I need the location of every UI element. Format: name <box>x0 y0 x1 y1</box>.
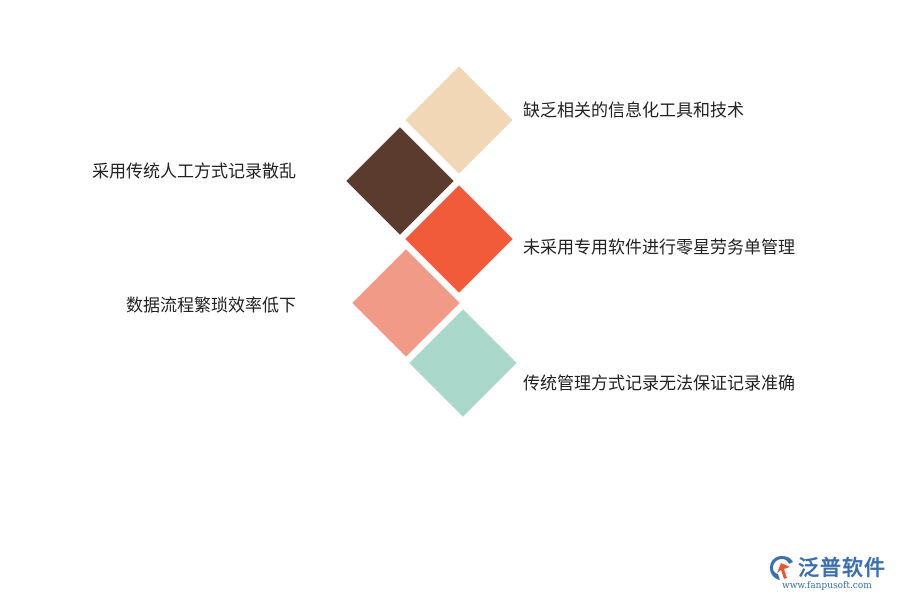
item-5-label: 传统管理方式记录无法保证记录准确 <box>523 374 795 394</box>
fanpu-logo-icon <box>770 556 793 580</box>
item-1-label: 缺乏相关的信息化工具和技术 <box>523 101 744 121</box>
logo-name: 泛普软件 <box>798 556 886 580</box>
logo-url: www.fanpusoft.com <box>782 581 872 591</box>
item-4-label: 数据流程繁琐效率低下 <box>126 296 296 316</box>
item-3-label: 未采用专用软件进行零星劳务单管理 <box>523 238 795 258</box>
item-2-label: 采用传统人工方式记录散乱 <box>92 162 296 182</box>
brand-logo: 泛普软件 www.fanpusoft.com <box>768 552 894 596</box>
